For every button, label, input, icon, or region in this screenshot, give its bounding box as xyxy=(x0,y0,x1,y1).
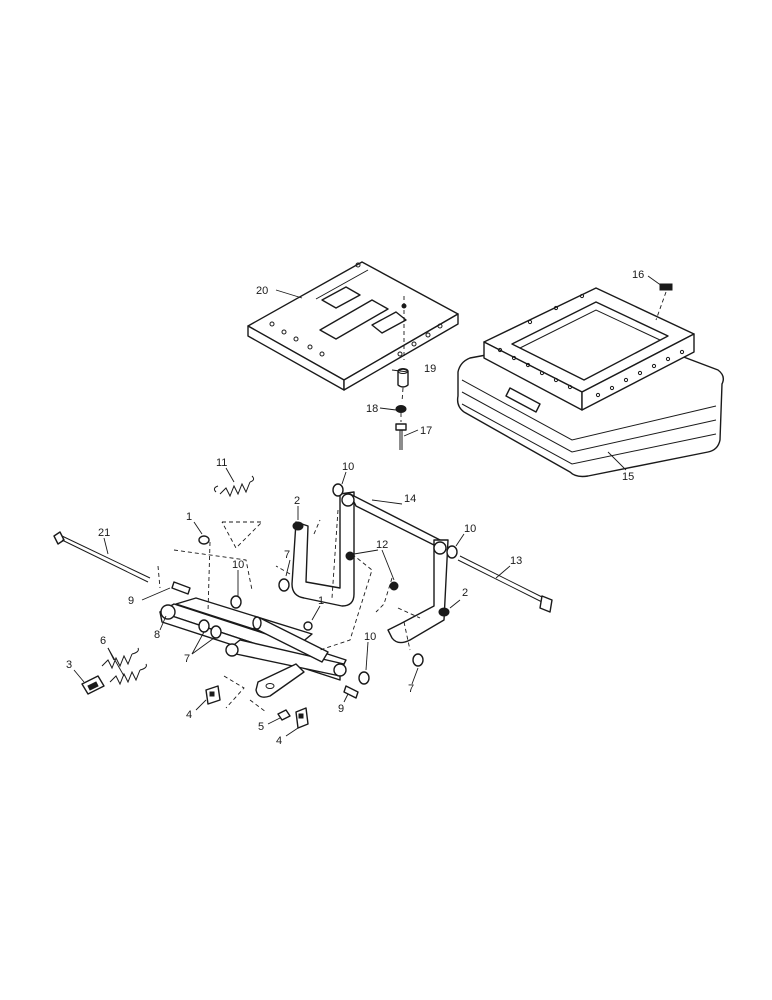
bushing-10b xyxy=(230,595,242,609)
callout-18: 18 xyxy=(366,403,378,415)
callout-2-left: 2 xyxy=(294,495,300,507)
callout-6: 6 xyxy=(100,635,106,647)
callout-labels: 20 19 18 17 16 15 11 10 2 14 1 21 10 12 … xyxy=(66,269,644,747)
callout-13: 13 xyxy=(510,555,522,567)
callout-14: 14 xyxy=(404,493,416,505)
callout-7-right: 7 xyxy=(408,683,414,695)
callout-10-top: 10 xyxy=(342,461,354,473)
nut-12a xyxy=(345,551,355,561)
pin-5 xyxy=(277,709,291,721)
nut-2b xyxy=(438,607,450,617)
bolt xyxy=(395,413,407,450)
callout-9-left: 9 xyxy=(128,595,134,607)
nut-1b xyxy=(303,621,313,631)
nut-12b xyxy=(389,581,399,591)
callout-3: 3 xyxy=(66,659,72,671)
pivot-bracket xyxy=(255,663,305,698)
bushing-10c xyxy=(446,545,458,559)
callout-19: 19 xyxy=(424,363,436,375)
seat-frame xyxy=(483,287,695,411)
clip-3 xyxy=(81,675,105,695)
bracket-4a xyxy=(205,685,221,705)
pivot-rod-13 xyxy=(457,555,553,613)
mounting-plate xyxy=(247,261,459,391)
callout-5: 5 xyxy=(258,721,264,733)
roller-7a xyxy=(278,578,290,592)
springs-6 xyxy=(101,647,147,686)
screw-16 xyxy=(655,283,673,321)
spacer xyxy=(397,368,409,388)
pin-9b xyxy=(343,685,359,699)
bushing-10d xyxy=(358,671,370,685)
callout-4-right: 4 xyxy=(276,735,282,747)
nut-1a xyxy=(198,535,210,545)
upper-arm-14 xyxy=(291,491,449,644)
callout-1-left: 1 xyxy=(186,511,192,523)
cross-tube xyxy=(252,616,329,663)
callout-7-left: 7 xyxy=(184,653,190,665)
pin-9a xyxy=(171,581,191,595)
roller-7c xyxy=(412,653,424,667)
callout-12: 12 xyxy=(376,539,388,551)
callout-10-right: 10 xyxy=(464,523,476,535)
callout-9-right: 9 xyxy=(338,703,344,715)
callout-17: 17 xyxy=(420,425,432,437)
leader-lines xyxy=(73,275,663,737)
callout-10-bottom: 10 xyxy=(364,631,376,643)
callout-15: 15 xyxy=(622,471,634,483)
bushing-10a xyxy=(332,483,344,497)
callout-21: 21 xyxy=(98,527,110,539)
lower-arm-8 xyxy=(159,597,347,681)
callout-1-mid: 1 xyxy=(318,595,324,607)
assembly-lines xyxy=(157,509,421,713)
spring-11 xyxy=(213,475,255,498)
callout-7-top: 7 xyxy=(284,549,290,561)
roller-7b xyxy=(198,619,222,639)
callout-20: 20 xyxy=(256,285,268,297)
bracket-4b xyxy=(295,707,309,729)
callout-10-mid: 10 xyxy=(232,559,244,571)
callout-16: 16 xyxy=(632,269,644,281)
callout-8: 8 xyxy=(154,629,160,641)
callout-2-right: 2 xyxy=(462,587,468,599)
callout-11: 11 xyxy=(216,457,227,469)
pivot-rod-21 xyxy=(53,531,151,583)
callout-4-left: 4 xyxy=(186,709,192,721)
nut-2a xyxy=(292,521,304,531)
washer xyxy=(395,387,407,413)
